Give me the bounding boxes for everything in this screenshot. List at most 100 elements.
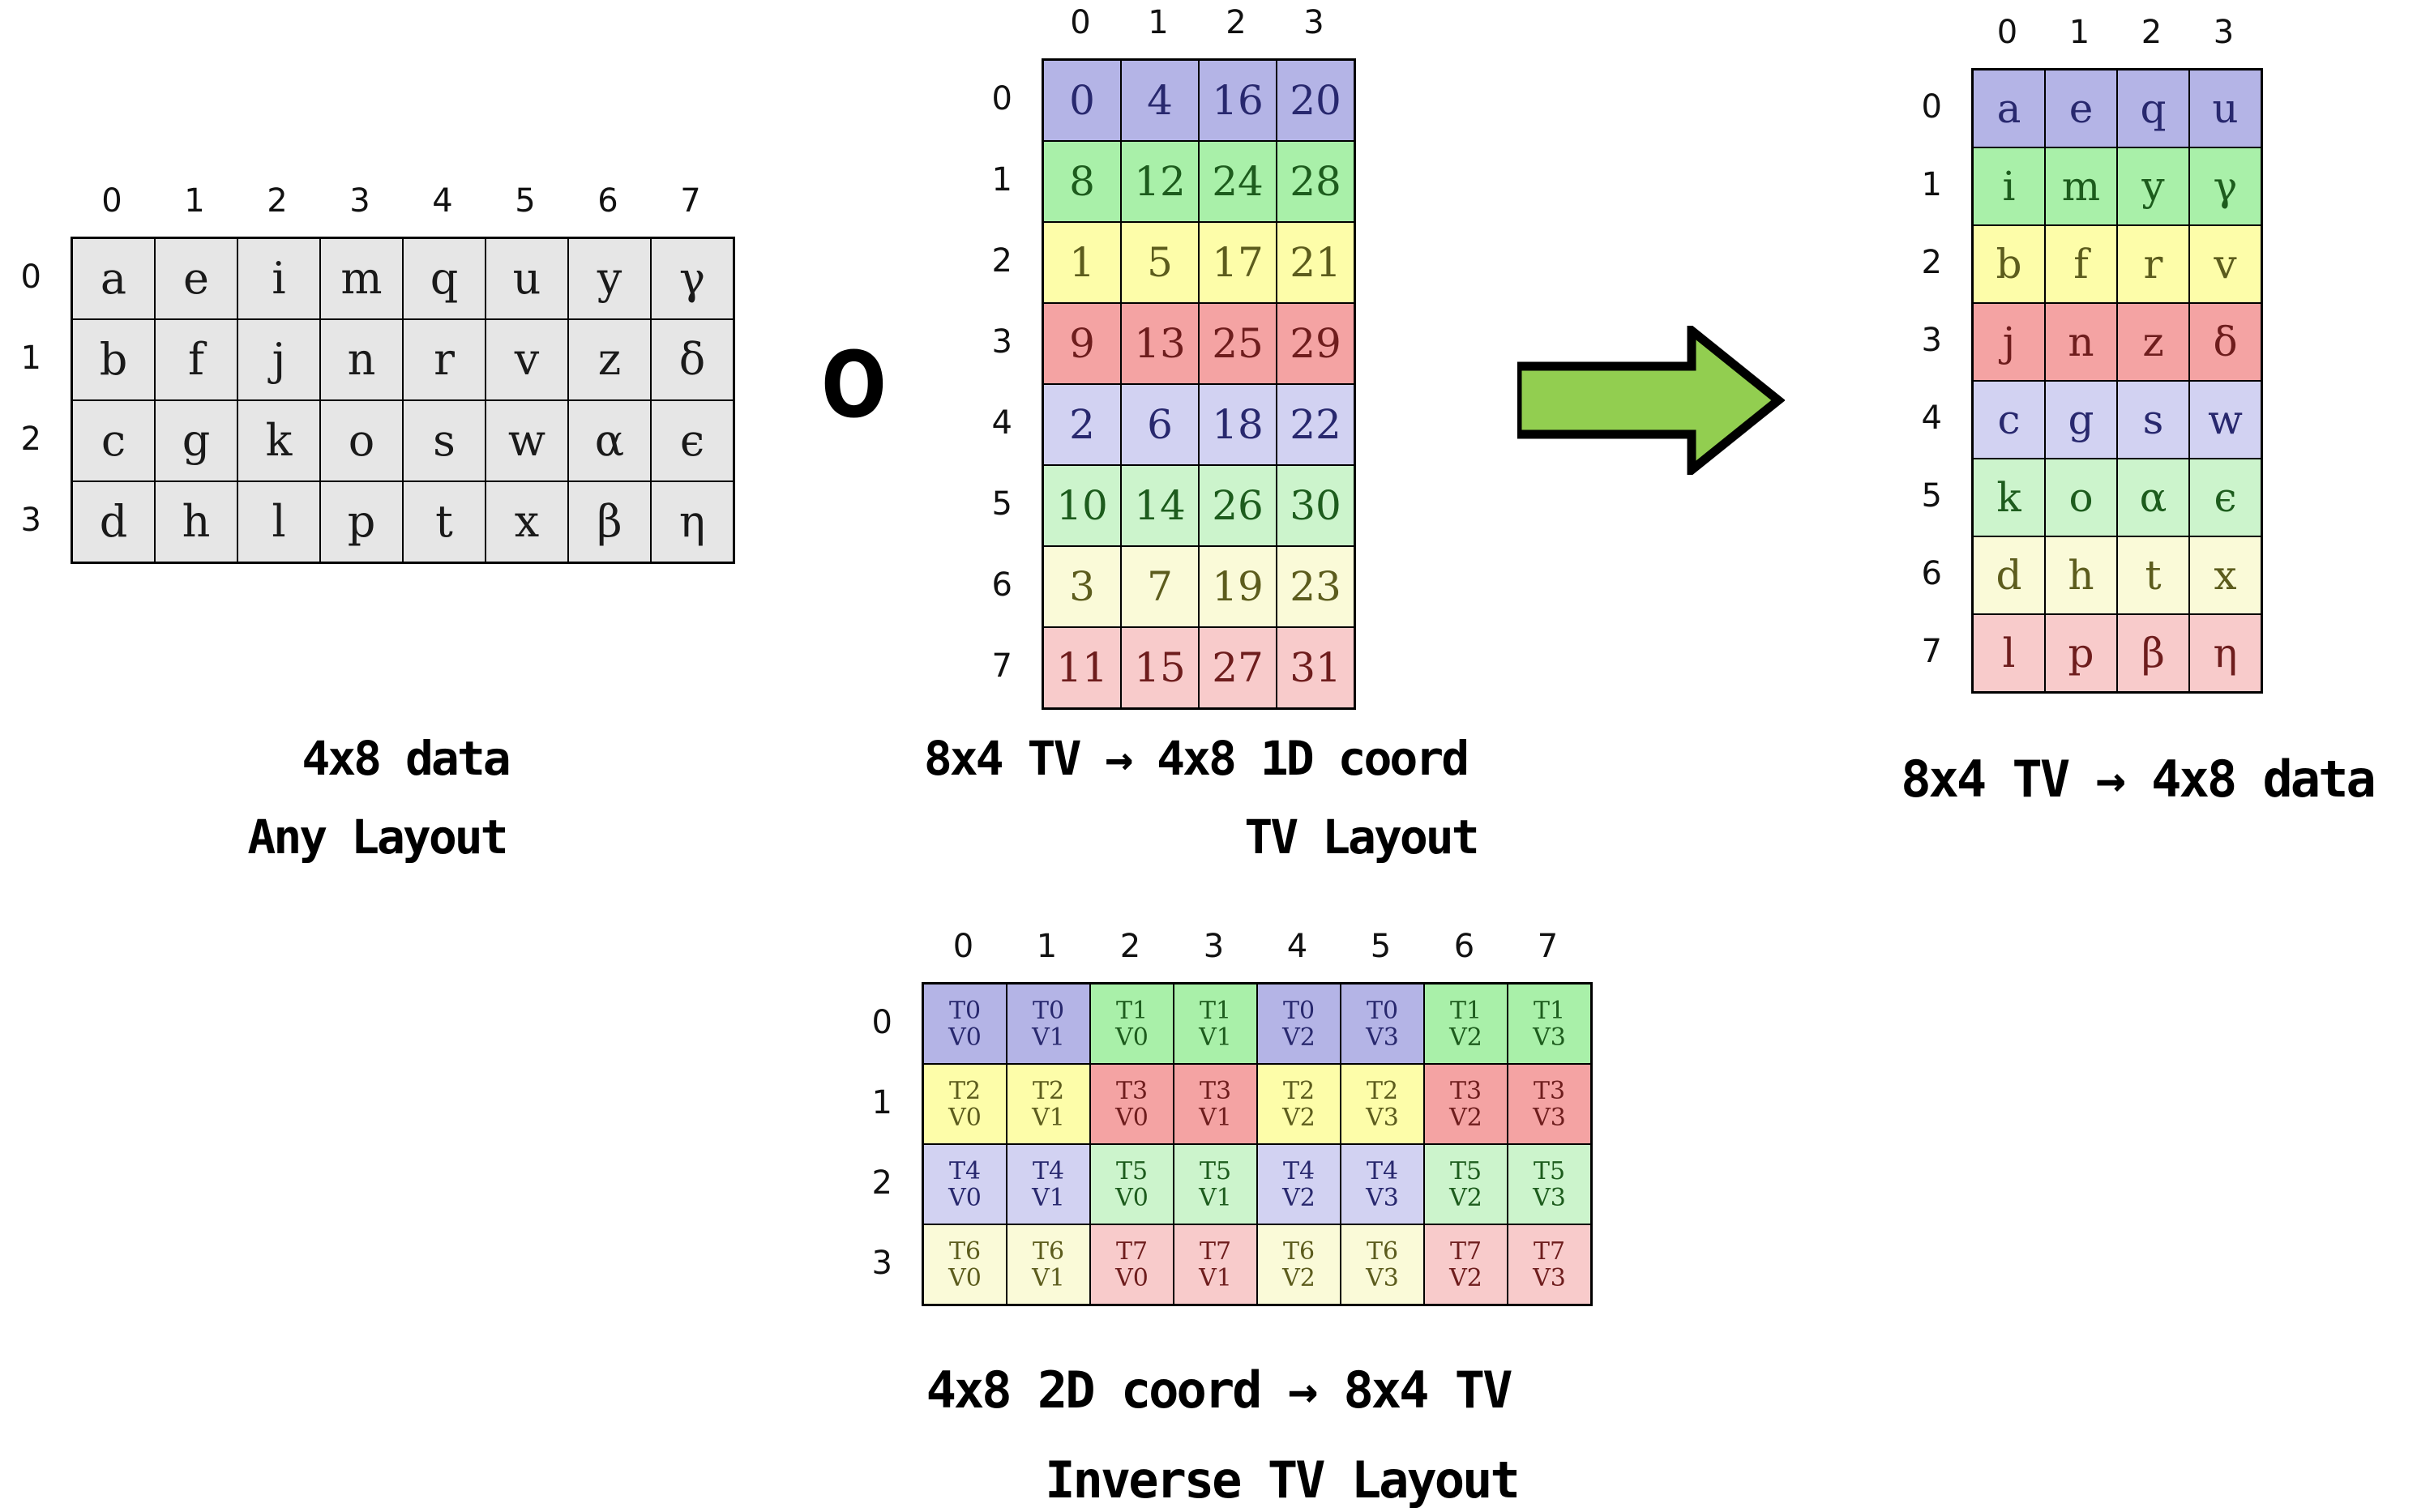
cell-line: T7: [1115, 1237, 1149, 1266]
table-cell: β: [568, 481, 651, 562]
table-cell: a: [72, 238, 155, 319]
cell-line: T6: [1282, 1237, 1315, 1266]
cell-line: T0: [1366, 996, 1399, 1025]
cell-line: 8: [1069, 157, 1095, 205]
cell-line: f: [188, 333, 204, 385]
table-cell: d: [1973, 536, 2045, 614]
table-cell: q: [403, 238, 486, 319]
cell-line: V2: [1282, 1103, 1315, 1132]
cell-line: V1: [1032, 1263, 1065, 1292]
table-cell: 0: [1043, 60, 1121, 141]
table-cell: 13: [1121, 303, 1199, 384]
cell-line: α: [594, 414, 625, 466]
table-cell: o: [320, 400, 403, 481]
any-layout-caption-line2: Any Layout: [247, 809, 508, 865]
cell-line: 0: [1069, 76, 1095, 124]
row-header: 2: [871, 1164, 892, 1202]
col-header: 4: [1286, 928, 1308, 965]
cell-line: T0: [948, 996, 982, 1025]
col-header: 1: [184, 182, 205, 220]
cell-line: a: [1996, 84, 2021, 132]
cell-line: k: [265, 414, 293, 466]
cell-line: 14: [1134, 481, 1186, 529]
table-cell: δ: [651, 319, 734, 400]
table-cell: u: [486, 238, 568, 319]
cell-line: j: [2002, 318, 2016, 365]
cell-line: 16: [1212, 76, 1264, 124]
compose-operator: O: [821, 333, 887, 438]
table-cell: p: [320, 481, 403, 562]
table-cell: x: [2189, 536, 2261, 614]
table-cell: 11: [1043, 627, 1121, 708]
cell-line: V1: [1199, 1023, 1232, 1052]
row-header: 0: [991, 80, 1012, 117]
cell-line: 7: [1147, 562, 1173, 610]
cell-line: 24: [1212, 157, 1264, 205]
cell-line: 17: [1212, 238, 1264, 286]
cell-line: δ: [2213, 318, 2238, 365]
table-cell: 14: [1121, 465, 1199, 546]
table-cell: 4: [1121, 60, 1199, 141]
table-cell: n: [320, 319, 403, 400]
cell-line: η: [2213, 629, 2238, 677]
cell-line: p: [2068, 629, 2094, 677]
cell-line: T4: [1032, 1156, 1065, 1185]
cell-line: T2: [948, 1076, 982, 1105]
cell-line: z: [597, 333, 622, 385]
col-header: 7: [680, 182, 701, 220]
cell-line: t: [2145, 551, 2162, 599]
row-header: 7: [991, 647, 1012, 685]
col-header: 5: [515, 182, 536, 220]
cell-line: e: [2068, 84, 2094, 132]
table-cell: v: [486, 319, 568, 400]
inverse-caption-line1: 4x8 2D coord → 8x4 TV: [926, 1360, 1513, 1420]
cell-line: d: [99, 495, 128, 547]
col-header: 4: [432, 182, 453, 220]
cell-line: γ: [2213, 162, 2238, 210]
table-cell: f: [155, 319, 237, 400]
cell-line: 25: [1212, 319, 1264, 367]
col-header: 0: [1996, 14, 2018, 51]
row-header: 1: [1921, 166, 1942, 203]
cell-line: V2: [1449, 1183, 1482, 1212]
table-cell: y: [568, 238, 651, 319]
table-cell: 24: [1199, 141, 1277, 222]
cell-line: T2: [1282, 1076, 1315, 1105]
cell-line: V2: [1282, 1023, 1315, 1052]
cell-line: V2: [1449, 1103, 1482, 1132]
cell-line: n: [347, 333, 376, 385]
table-cell: 31: [1277, 627, 1354, 708]
table-cell: e: [2045, 70, 2117, 147]
cell-line: m: [340, 252, 383, 304]
cell-line: 15: [1134, 643, 1186, 691]
table-cell: v: [2189, 225, 2261, 303]
table-cell: δ: [2189, 303, 2261, 381]
table-cell: i: [1973, 147, 2045, 225]
cell-line: T1: [1115, 996, 1149, 1025]
row-header: 0: [871, 1003, 892, 1041]
cell-line: V0: [1115, 1183, 1149, 1212]
table-cell: k: [237, 400, 320, 481]
cell-line: V1: [1199, 1103, 1232, 1132]
cell-line: 20: [1290, 76, 1341, 124]
row-header: 3: [20, 502, 41, 539]
table-cell: b: [72, 319, 155, 400]
cell-line: y: [2141, 162, 2165, 210]
cell-line: 10: [1056, 481, 1108, 529]
table-cell: q: [2117, 70, 2189, 147]
cell-line: V0: [948, 1183, 982, 1212]
cell-line: V2: [1282, 1183, 1315, 1212]
cell-line: 2: [1069, 400, 1095, 448]
